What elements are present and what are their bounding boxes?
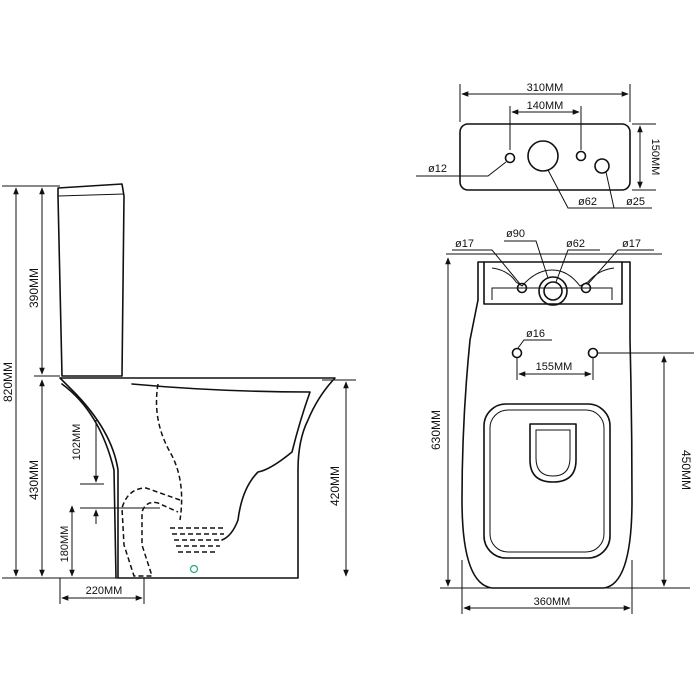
leader-16 — [517, 339, 552, 349]
trapway-outlet — [121, 487, 181, 577]
label-430: 430MM — [27, 460, 41, 500]
leader-62-top — [555, 249, 600, 283]
drain-opening-inner — [535, 429, 571, 477]
bowl-opening-outer — [483, 403, 611, 559]
leader-25 — [605, 171, 652, 209]
drain-marker — [189, 564, 199, 574]
leader-12 — [416, 161, 507, 177]
tank-top-outline — [459, 123, 631, 191]
label-d90: ø90 — [506, 228, 525, 240]
label-d12: ø12 — [428, 163, 447, 175]
mount-hole-right — [580, 282, 592, 294]
bowl-top-outline — [461, 261, 633, 589]
seat-hole-right — [587, 347, 599, 359]
label-150: 150MM — [649, 139, 661, 176]
bowl-outline — [59, 377, 336, 579]
tank-mount-outline — [483, 261, 623, 305]
label-390: 390MM — [27, 268, 41, 308]
drain-opening — [529, 423, 577, 483]
label-360: 360MM — [534, 596, 571, 608]
label-d62-tank: ø62 — [578, 196, 597, 208]
side-view: 820MM 390MM 430MM 420MM 102MM 180MM 220M… — [1, 183, 356, 604]
label-d17-left: ø17 — [455, 238, 474, 250]
toilet-top-view: ø17 ø90 ø62 ø17 ø16 155MM 630MM 450MM 36… — [429, 228, 694, 614]
side-hole — [594, 158, 610, 174]
label-d16: ø16 — [526, 328, 545, 340]
label-155: 155MM — [536, 361, 573, 373]
label-630: 630MM — [429, 410, 443, 450]
tank-mount-inner — [491, 267, 615, 287]
mount-hole-center-outer — [538, 276, 568, 306]
tank-top-view: 310MM 140MM 150MM ø12 ø62 ø25 — [416, 82, 661, 209]
leader-17-left — [452, 249, 521, 285]
label-d17-right: ø17 — [622, 238, 641, 250]
bowl-rim-curve — [131, 383, 311, 541]
label-d62-top: ø62 — [566, 238, 585, 250]
leader-62 — [547, 169, 614, 209]
small-hole-left — [504, 152, 516, 164]
label-d25: ø25 — [626, 196, 645, 208]
water-hatch — [170, 527, 226, 553]
label-102: 102MM — [71, 424, 83, 461]
leader-90 — [504, 240, 549, 279]
leader-17-right — [587, 249, 654, 285]
label-140: 140MM — [527, 100, 564, 112]
tank-outline — [57, 183, 125, 377]
mount-hole-center-inner — [543, 281, 563, 301]
label-420: 420MM — [328, 466, 342, 506]
mount-hole-left — [516, 282, 528, 294]
label-180: 180MM — [59, 526, 71, 563]
label-310: 310MM — [527, 82, 564, 94]
small-hole-right — [575, 150, 587, 162]
label-220: 220MM — [86, 585, 123, 597]
label-820: 820MM — [1, 362, 15, 402]
tank-lid-line — [57, 193, 125, 197]
seat-hole-left — [511, 347, 523, 359]
label-450: 450MM — [679, 450, 693, 490]
flush-hole — [527, 140, 559, 172]
bowl-opening-inner — [489, 409, 605, 553]
tank-mount-base — [491, 287, 613, 300]
